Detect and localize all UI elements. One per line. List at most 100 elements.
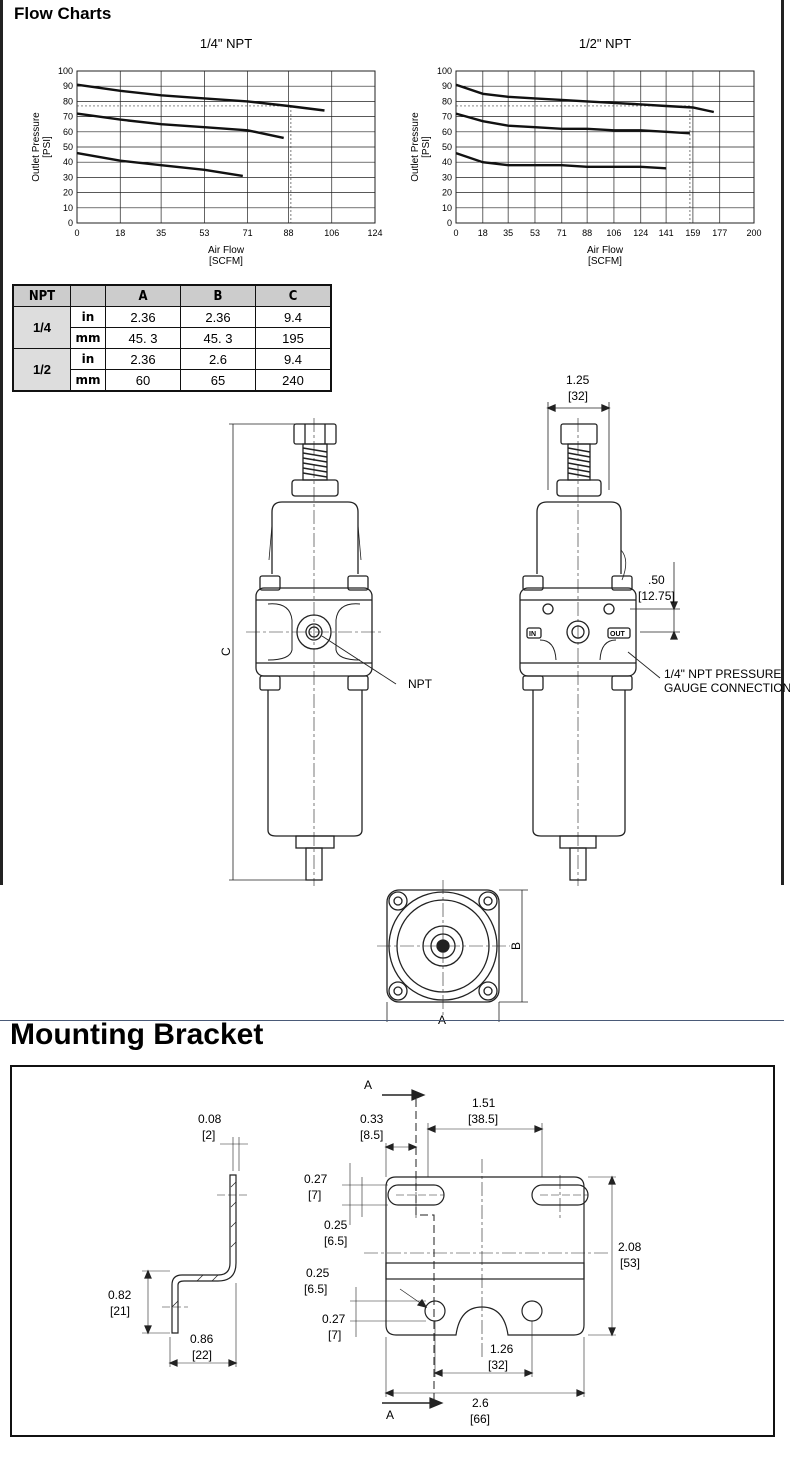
mounting-bracket-drawing: 0.08 [2] 0.82 [21] 0.86 [22] A A 1.51 [3… (108, 1078, 642, 1426)
y-tick-label: 100 (58, 66, 73, 76)
height-mm-label: [21] (110, 1304, 130, 1318)
x-tick-label: 53 (530, 228, 540, 238)
y-axis-label: Outlet Pressure (31, 112, 42, 182)
slot-r-in-label: 0.25 (324, 1218, 348, 1232)
x-tick-label: 106 (324, 228, 339, 238)
x-tick-label: 18 (478, 228, 488, 238)
hole-spacing-mm-label: [32] (488, 1358, 508, 1372)
x-axis-unit: [SCFM] (209, 256, 243, 267)
y-axis-label: Outlet Pressure (410, 112, 421, 182)
hole-d-mm-label: [6.5] (304, 1282, 327, 1296)
section-a-bottom-label: A (386, 1408, 394, 1422)
slot-spacing-in-label: 1.51 (472, 1096, 496, 1110)
table-cell-c: 9.4 (255, 348, 332, 370)
x-tick-label: 177 (712, 228, 727, 238)
gauge-label-line1: 1/4" NPT PRESSURE (664, 667, 781, 681)
y-tick-label: 90 (63, 81, 73, 91)
in-port-label: IN (529, 631, 536, 638)
edge-mm-label: [8.5] (360, 1128, 383, 1142)
table-cell-c: 9.4 (255, 306, 332, 328)
x-tick-label: 0 (453, 228, 458, 238)
slot-h-in-label: 0.27 (304, 1172, 328, 1186)
table-header-row: NPT A B C (12, 284, 332, 307)
slot-h-mm-label: [7] (308, 1188, 321, 1202)
b-dim-label: B (509, 942, 523, 950)
bracket-front-view (342, 1089, 616, 1409)
a-dim-label: A (438, 1013, 446, 1025)
table-header-b: B (180, 284, 256, 307)
regulator-drawings: C NPT 1.25 [32] .50 [12.75] IN OUT 1/4" … (219, 373, 790, 1025)
table-cell-c: 240 (255, 369, 332, 392)
series-line-1 (76, 83, 325, 112)
chart-title: 1/2" NPT (579, 36, 631, 51)
y-axis-unit: [PSI] (42, 136, 53, 158)
y-tick-label: 10 (63, 203, 73, 213)
x-tick-label: 18 (115, 228, 125, 238)
x-tick-label: 35 (156, 228, 166, 238)
y-tick-label: 30 (442, 172, 452, 182)
width-in-label: 1.25 (566, 373, 590, 387)
side-view (519, 402, 680, 886)
table-row: mm 60 65 240 (13, 369, 332, 392)
x-tick-label: 124 (367, 228, 382, 238)
y-tick-label: 70 (442, 112, 452, 122)
y-tick-label: 70 (63, 112, 73, 122)
y-tick-label: 50 (63, 142, 73, 152)
slot-r-mm-label: [6.5] (324, 1234, 347, 1248)
mounting-bracket-box: 0.08 [2] 0.82 [21] 0.86 [22] A A 1.51 [3… (10, 1065, 775, 1437)
total-w-in-label: 2.6 (472, 1396, 489, 1410)
table-cell-b: 2.36 (180, 306, 256, 328)
x-tick-label: 200 (746, 228, 761, 238)
x-axis-unit: [SCFM] (588, 256, 622, 267)
gauge-label-line2: GAUGE CONNECTION (664, 681, 790, 695)
x-axis-label: Air Flow (587, 245, 624, 256)
y-tick-label: 10 (442, 203, 452, 213)
x-tick-label: 88 (582, 228, 592, 238)
edge-in-label: 0.33 (360, 1112, 384, 1126)
table-cell-b: 2.6 (180, 348, 256, 370)
x-tick-label: 35 (503, 228, 513, 238)
table-cell-npt: 1/4 (12, 306, 71, 349)
bracket-side-profile (142, 1137, 250, 1367)
table-header-c: C (255, 284, 332, 307)
bottom-view (377, 880, 528, 1022)
table-cell-a: 2.36 (105, 348, 181, 370)
y-tick-label: 50 (442, 142, 452, 152)
series-line-3 (76, 151, 243, 178)
hole-spacing-in-label: 1.26 (490, 1342, 514, 1356)
table-row: 1/2 in 2.36 2.6 9.4 (12, 348, 332, 392)
x-axis-label: Air Flow (208, 245, 245, 256)
section-a-top-label: A (364, 1078, 372, 1092)
slot-spacing-mm-label: [38.5] (468, 1112, 498, 1126)
chart-title: 1/4" NPT (200, 36, 252, 51)
table-cell-c: 195 (255, 327, 332, 349)
height-in-label: 0.82 (108, 1288, 132, 1302)
y-tick-label: 40 (442, 157, 452, 167)
x-tick-label: 0 (74, 228, 79, 238)
y-tick-label: 90 (442, 81, 452, 91)
offset-in-label: .50 (648, 573, 665, 587)
y-tick-label: 40 (63, 157, 73, 167)
y-tick-label: 100 (437, 66, 452, 76)
depth-in-label: 0.86 (190, 1332, 214, 1346)
y-tick-label: 80 (442, 96, 452, 106)
x-tick-label: 106 (606, 228, 621, 238)
x-tick-label: 53 (199, 228, 209, 238)
table-cell-unit: mm (70, 369, 106, 392)
y-tick-label: 80 (63, 96, 73, 106)
x-tick-label: 141 (659, 228, 674, 238)
table-row: mm 45. 3 45. 3 195 (13, 327, 332, 349)
hole-d-in-label: 0.25 (306, 1266, 330, 1280)
y-tick-label: 60 (442, 127, 452, 137)
y-tick-label: 60 (63, 127, 73, 137)
table-cell-a: 60 (105, 369, 181, 392)
table-row: 1/4 in 2.36 2.36 9.4 (12, 306, 332, 349)
series-line-1 (455, 83, 715, 114)
table-cell-unit: mm (70, 327, 106, 349)
series-line-2 (455, 112, 690, 135)
thickness-in-label: 0.08 (198, 1112, 222, 1126)
width-mm-label: [32] (568, 389, 588, 403)
y-tick-label: 20 (63, 188, 73, 198)
